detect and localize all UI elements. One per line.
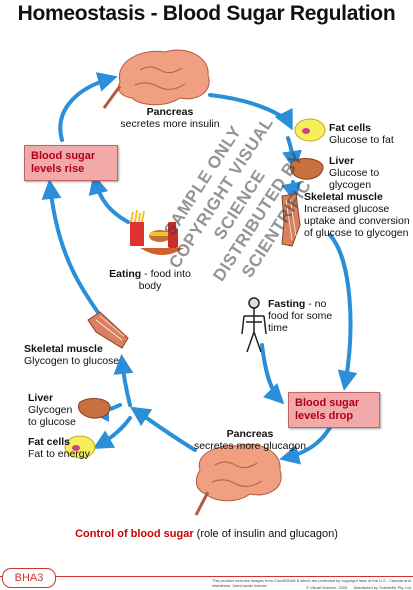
arrow-to-left-fat: [92, 416, 132, 449]
left-muscle-label: Skeletal muscle Glycogen to glucose: [24, 343, 134, 367]
footer-copyright: © Visual Science, 2005: [306, 585, 348, 590]
blood-sugar-rise-box: Blood sugar levels rise: [24, 145, 118, 181]
muscle-icon: [281, 193, 301, 247]
liver-icon: [77, 398, 111, 419]
arrow-fasting-to-drop: [260, 343, 285, 405]
fasting-title: Fasting: [268, 298, 306, 310]
right-liver-label: Liver Glucose to glycogen: [329, 155, 409, 191]
right-liver-text: Glucose to glycogen: [329, 167, 380, 191]
fat-cell-icon: [294, 118, 326, 142]
left-liver-title: Liver: [28, 392, 54, 404]
arrow-pancreas-to-left: [130, 406, 197, 452]
right-muscle-text: Increased glucose uptake and conversion …: [304, 203, 410, 239]
caption-highlight: Control of blood sugar: [75, 528, 194, 540]
bottom-pancreas-title: Pancreas: [226, 428, 274, 440]
arrow-left-up-1: [113, 354, 134, 407]
right-muscle-label: Skeletal muscle Increased glucose uptake…: [304, 191, 411, 239]
footer-rule: [0, 576, 413, 577]
liver-icon: [289, 158, 324, 180]
skeleton-icon: [241, 297, 267, 353]
arrow-rise-to-pancreas: [58, 72, 118, 142]
arrow-to-drop-box: [328, 233, 358, 391]
top-pancreas-text: secretes more insulin: [120, 118, 220, 130]
footer-distributor: Distributed by Scientrific Pty. Ltd.: [353, 585, 412, 590]
eating-text: - food into body: [138, 268, 191, 292]
left-muscle-title: Skeletal muscle: [24, 343, 103, 355]
left-liver-text: Glycogen to glucose: [28, 404, 76, 428]
bottom-pancreas-text: secretes more glucagon: [193, 440, 307, 452]
left-fat-label: Fat cells Fat to energy: [28, 436, 98, 460]
footer-fine-print: This product includes images from CorelD…: [212, 578, 411, 588]
pancreas-icon: [102, 49, 210, 109]
arrow-pancreas-to-fat: [208, 93, 293, 131]
left-fat-text: Fat to energy: [28, 448, 90, 460]
top-pancreas-label: Pancreas secretes more insulin: [100, 106, 240, 130]
right-liver-title: Liver: [329, 155, 355, 167]
fat-cell-icon: [64, 435, 96, 459]
fasting-label: Fasting - no food for some time: [268, 298, 348, 334]
product-code-badge: BHA3: [2, 568, 56, 588]
left-muscle-text: Glycogen to glucose: [24, 355, 120, 367]
caption-rest: (role of insulin and glucagon): [193, 528, 338, 540]
top-pancreas-title: Pancreas: [146, 106, 194, 118]
left-liver-label: Liver Glycogen to glucose: [28, 392, 78, 428]
right-fat-label: Fat cells Glucose to fat: [329, 122, 411, 146]
arrow-eating-to-rise: [88, 174, 130, 224]
right-fat-text: Glucose to fat: [329, 134, 394, 146]
caption: Control of blood sugar (role of insulin …: [0, 528, 413, 540]
eating-title: Eating: [109, 268, 142, 280]
pancreas-icon: [194, 444, 282, 516]
bottom-pancreas-label: Pancreas secretes more glucagon: [175, 428, 325, 452]
right-muscle-title: Skeletal muscle: [304, 191, 383, 203]
right-fat-title: Fat cells: [329, 122, 372, 134]
muscle-icon: [87, 311, 129, 349]
blood-sugar-drop-box: Blood sugar levels drop: [288, 392, 380, 428]
poster-title: Homeostasis - Blood Sugar Regulation: [17, 2, 396, 25]
eating-label: Eating - food into body: [104, 268, 196, 292]
left-fat-title: Fat cells: [28, 436, 71, 448]
food-icon: [130, 209, 184, 255]
fasting-text: - no food for some time: [268, 298, 333, 334]
